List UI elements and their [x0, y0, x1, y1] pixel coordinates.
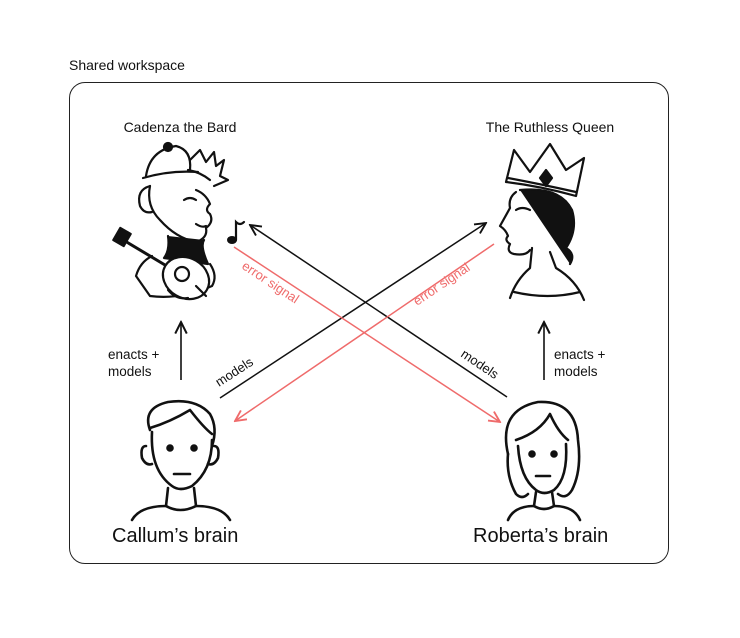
- left-enacts-label: enacts + models: [108, 347, 160, 379]
- callum-models-label: models: [212, 354, 256, 390]
- shared-workspace-box: [69, 82, 669, 564]
- callum-brain-label: Callum’s brain: [112, 525, 239, 547]
- roberta-models-label: models: [458, 346, 502, 382]
- bard-lute-icon: [112, 141, 230, 301]
- callum-models-queen-arrow: [219, 223, 486, 399]
- queen-crown-icon: [498, 142, 586, 302]
- bard-error-label: error signal: [239, 258, 302, 306]
- workspace-label: Shared workspace: [69, 57, 185, 73]
- male-face-icon: [130, 399, 232, 522]
- roberta-brain-label: Roberta’s brain: [473, 525, 609, 547]
- right-enacts-label: enacts + models: [554, 347, 606, 379]
- bard-error-arrow: [233, 246, 500, 422]
- female-face-icon: [504, 400, 582, 522]
- music-note-icon: [227, 219, 246, 244]
- roberta-models-bard-arrow: [250, 225, 508, 398]
- queen-title: The Ruthless Queen: [485, 119, 615, 135]
- bard-title: Cadenza the Bard: [123, 119, 237, 135]
